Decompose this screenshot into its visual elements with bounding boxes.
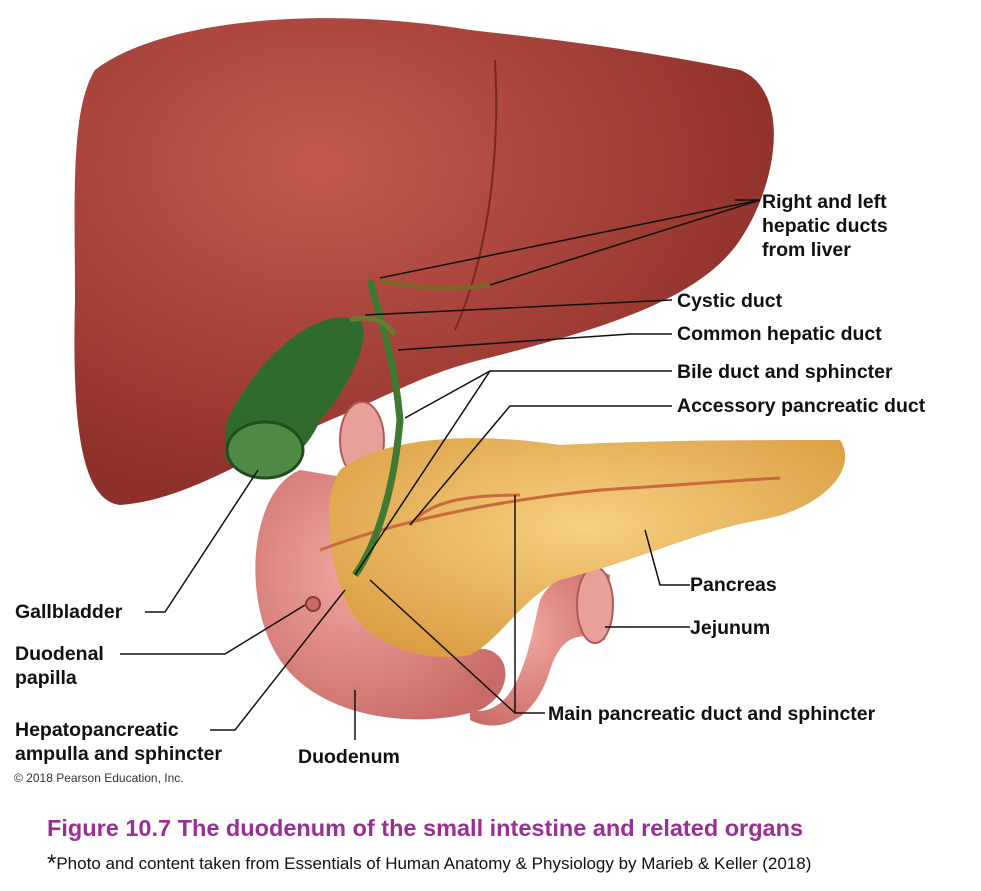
label-line: Right and left <box>762 191 887 213</box>
label-accessory-pancreatic-duct: Accessory pancreatic duct <box>677 395 926 417</box>
label-line: hepatic ducts <box>762 215 888 237</box>
label-main-pancreatic-duct: Main pancreatic duct and sphincter <box>548 703 876 725</box>
label-line: papilla <box>15 667 77 689</box>
source-text: Photo and content taken from Essentials … <box>56 854 812 873</box>
jejunum <box>470 570 610 726</box>
source-note: *Photo and content taken from Essentials… <box>47 850 811 878</box>
label-line: Hepatopancreatic <box>15 719 179 741</box>
label-duodenal-papilla: Duodenal papilla <box>15 642 104 690</box>
label-gallbladder: Gallbladder <box>15 601 123 623</box>
liver <box>74 18 774 505</box>
footnote-star: * <box>47 850 57 877</box>
label-bile-duct: Bile duct and sphincter <box>677 361 893 383</box>
label-pancreas: Pancreas <box>690 574 777 596</box>
label-line: from liver <box>762 239 851 261</box>
label-hepatopancreatic-ampulla: Hepatopancreatic ampulla and sphincter <box>15 718 222 766</box>
label-cystic-duct: Cystic duct <box>677 290 783 312</box>
leader-lines <box>120 199 761 740</box>
label-jejunum: Jejunum <box>690 617 771 639</box>
pancreas <box>328 438 846 658</box>
label-common-hepatic-duct: Common hepatic duct <box>677 323 882 345</box>
label-hepatic-ducts: Right and left hepatic ducts from liver <box>762 190 888 262</box>
label-duodenum: Duodenum <box>298 746 400 768</box>
label-line: ampulla and sphincter <box>15 743 222 765</box>
label-line: Duodenal <box>15 643 104 665</box>
bile-duct <box>352 279 404 578</box>
copyright: © 2018 Pearson Education, Inc. <box>14 771 184 785</box>
figure-caption: Figure 10.7 The duodenum of the small in… <box>47 815 804 841</box>
